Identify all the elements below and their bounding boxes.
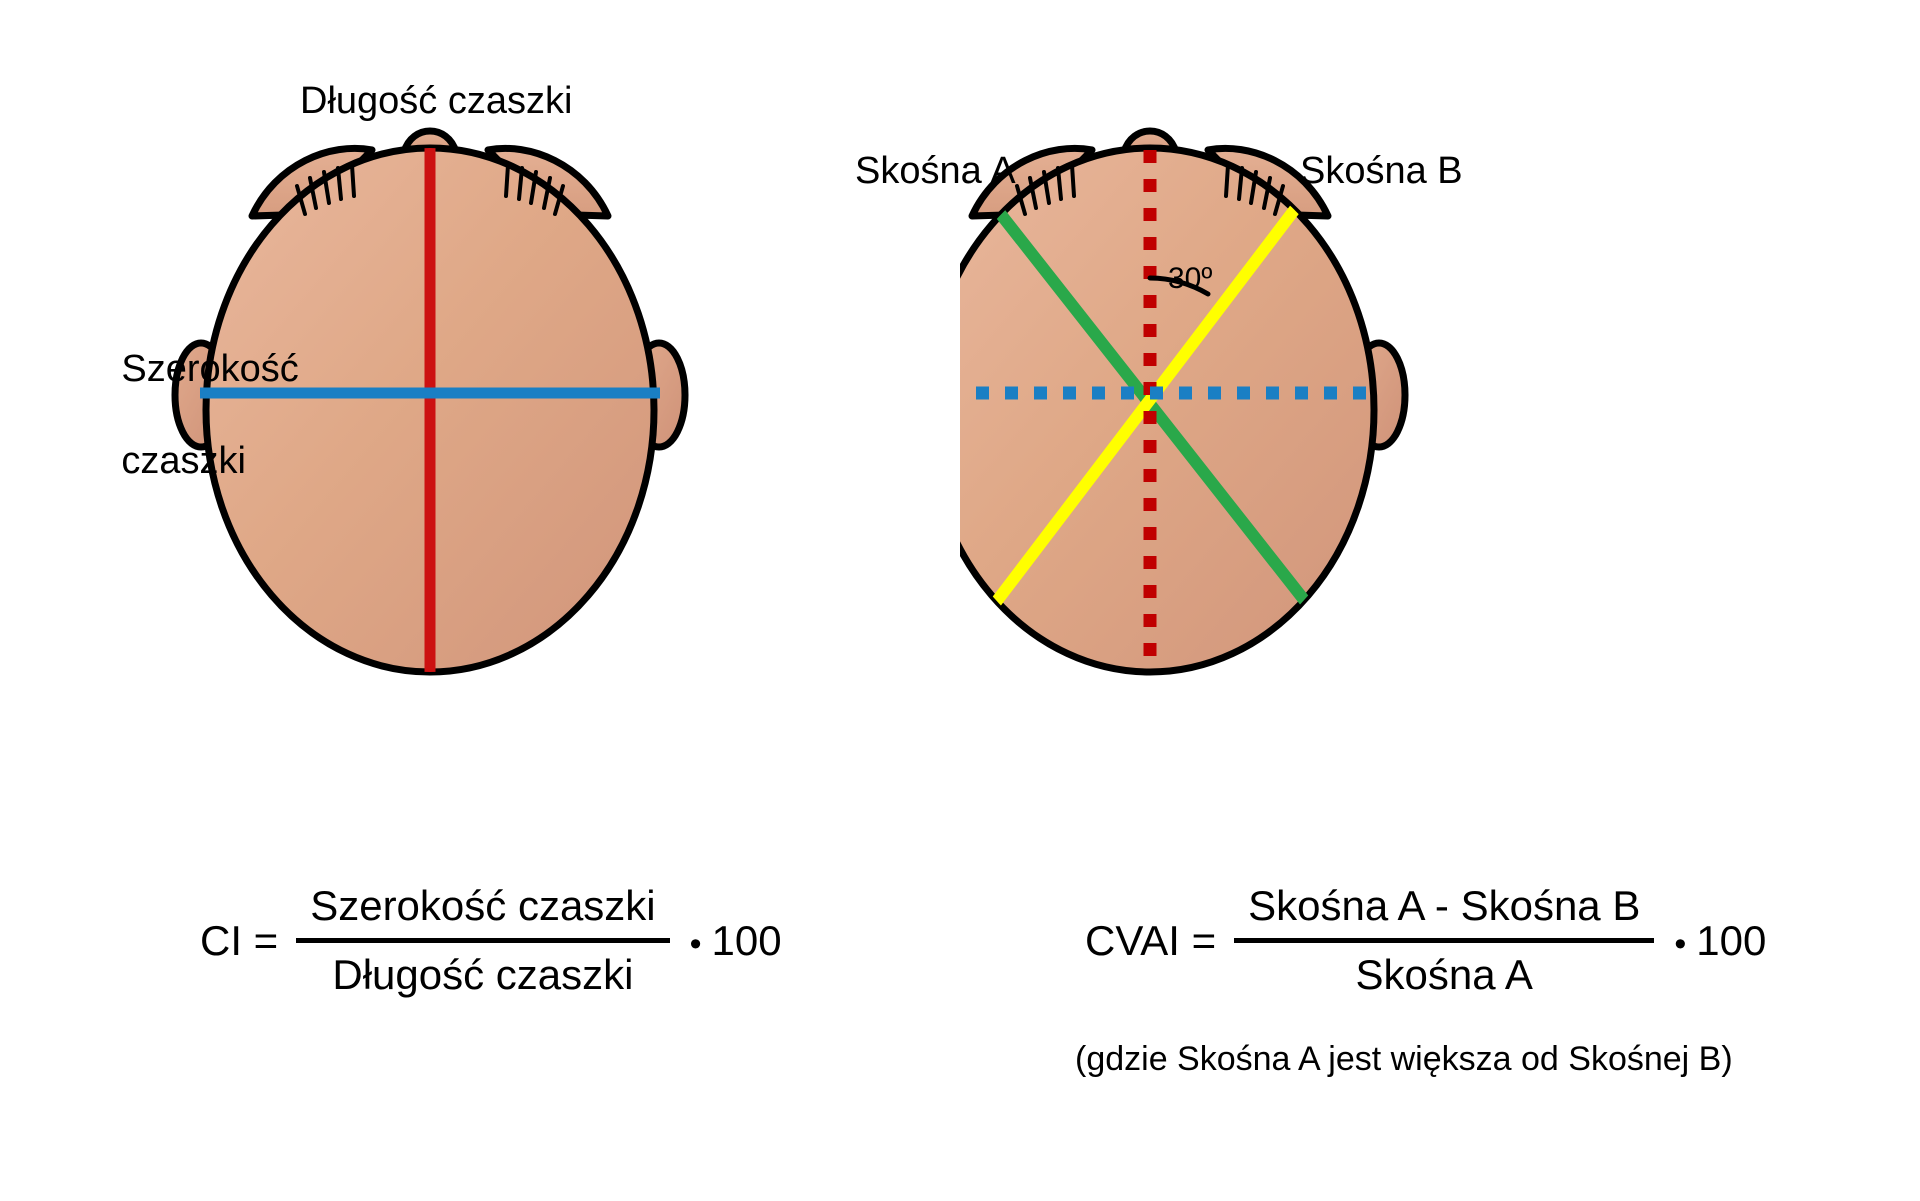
- label-angle-30: 30º: [1168, 262, 1213, 295]
- panel-cvai: Skośna A Skośna B 30º: [855, 0, 1920, 1201]
- label-skull-length: Długość czaszki: [300, 80, 573, 122]
- ci-head-illustration: [171, 127, 689, 676]
- hair-strokes: [1015, 163, 1285, 216]
- diagonal-b-line: [984, 186, 1314, 616]
- formula-cvai-denominator: Skośna A: [1355, 951, 1533, 998]
- formula-ci-denominator: Długość czaszki: [332, 951, 634, 998]
- formula-ci-operator: •: [689, 924, 702, 963]
- label-skull-width: Szerokość czaszki: [58, 300, 299, 530]
- formula-cvai-operator: •: [1674, 924, 1687, 963]
- formula-cvai-rhs: •100: [1674, 916, 1767, 964]
- hair-strokes: [295, 163, 565, 216]
- formula-ci-fraction-bar: [296, 938, 670, 943]
- formula-ci: CI = Szerokość czaszki Długość czaszki •…: [200, 880, 782, 1001]
- formula-ci-lhs: CI =: [200, 916, 279, 964]
- cvai-head-illustration: [960, 127, 1409, 676]
- formula-ci-numerator: Szerokość czaszki: [310, 882, 656, 929]
- formula-ci-rhs: •100: [689, 916, 782, 964]
- formula-cvai-numerator: Skośna A - Skośna B: [1248, 882, 1641, 929]
- label-diagonal-b: Skośna B: [1300, 150, 1463, 192]
- formula-ci-multiplier: 100: [711, 916, 782, 964]
- angle-arc-30: [1147, 275, 1211, 297]
- formula-ci-fraction: Szerokość czaszki Długość czaszki: [296, 880, 670, 1001]
- formula-cvai-lhs: CVAI =: [1085, 916, 1217, 964]
- label-skull-width-line2: czaszki: [121, 440, 246, 482]
- skull-outline: [960, 144, 1378, 676]
- label-diagonal-a: Skośna A: [855, 150, 1016, 192]
- formula-cvai: CVAI = Skośna A - Skośna B Skośna A •100: [1085, 880, 1766, 1001]
- label-skull-width-line1: Szerokość: [121, 348, 299, 390]
- formula-cvai-multiplier: 100: [1696, 916, 1767, 964]
- panel-cranial-index: Długość czaszki Szerokość czaszki: [58, 80, 689, 676]
- formula-cvai-fraction: Skośna A - Skośna B Skośna A: [1234, 880, 1655, 1001]
- note-cvai: (gdzie Skośna A jest większa od Skośnej …: [1075, 1040, 1733, 1078]
- formula-cvai-fraction-bar: [1234, 938, 1655, 943]
